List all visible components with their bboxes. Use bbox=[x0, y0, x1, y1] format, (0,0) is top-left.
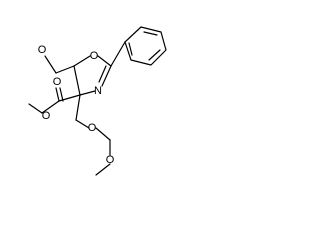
bond-c2-n3-double bbox=[98, 65, 107, 83]
oxazoline-oxygen-label: O bbox=[90, 50, 99, 62]
bond-c2-n3 bbox=[101, 65, 112, 87]
bond-c5-cho bbox=[55, 65, 75, 74]
molecule-structure: O N O O O O O bbox=[28, 26, 167, 176]
bond-o-ch2 bbox=[95, 127, 111, 141]
oxazoline-nitrogen-label: N bbox=[94, 85, 102, 97]
bond-ch2-o bbox=[75, 119, 90, 129]
structure-canvas: O N O O O O O bbox=[0, 0, 189, 197]
phenyl-inner-double-1 bbox=[143, 31, 158, 36]
bond-o2-ch3 bbox=[95, 163, 111, 176]
aldehyde-oxygen-label: O bbox=[38, 44, 47, 56]
ester-carbonyl-oxygen-label: O bbox=[53, 76, 62, 88]
phenyl-ring bbox=[124, 26, 167, 66]
mom-oxygen-1-label: O bbox=[88, 122, 97, 134]
mom-oxygen-2-label: O bbox=[106, 154, 115, 166]
bond-ester-o bbox=[41, 100, 60, 114]
phenyl-inner-double-2 bbox=[148, 49, 161, 61]
bond-c4-c5 bbox=[73, 65, 81, 96]
bond-o1-c2 bbox=[97, 55, 112, 67]
bond-n3-c4 bbox=[79, 90, 96, 96]
ester-oxygen-label: O bbox=[42, 110, 51, 122]
bond-c5-o1 bbox=[73, 55, 91, 67]
bond-ester-carbonyl bbox=[55, 87, 60, 102]
bond-c4-ch2 bbox=[75, 94, 81, 121]
phenyl-inner-double-3 bbox=[128, 42, 133, 56]
bond-cho-o bbox=[44, 55, 57, 74]
bond-ester-carbonyl-double bbox=[59, 87, 64, 102]
bond-c2-phenyl bbox=[110, 41, 126, 67]
bond-ester-methyl bbox=[28, 103, 43, 114]
